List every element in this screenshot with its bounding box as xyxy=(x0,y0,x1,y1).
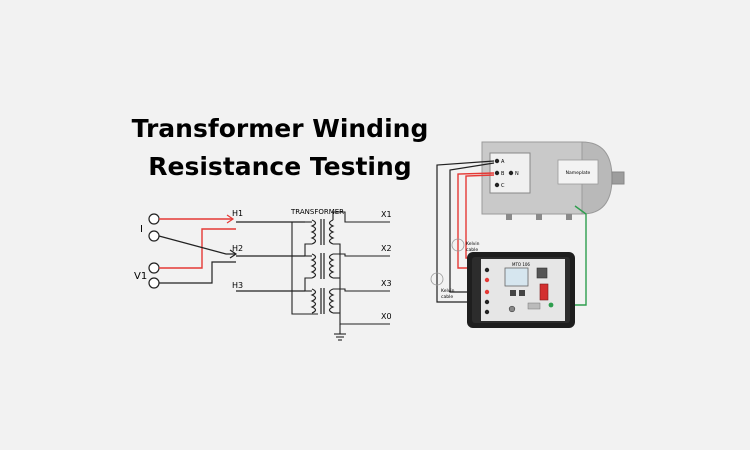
kelvin-label-top-2: cable xyxy=(466,247,478,253)
power-switch[interactable] xyxy=(539,283,549,301)
jack-current-neg xyxy=(484,277,490,283)
voltage-lead-h1 xyxy=(159,228,236,269)
ground-icon xyxy=(334,324,346,341)
terminal-b-label: B xyxy=(501,171,505,177)
kelvin-label-bottom-1: Kelvin xyxy=(441,288,455,294)
range-switch[interactable] xyxy=(536,267,548,279)
jack-return xyxy=(484,309,490,315)
jack-current-pos xyxy=(484,267,490,273)
title-line-1: Transformer Winding xyxy=(131,114,429,143)
kelvin-label-top-1: Kelvin xyxy=(466,241,480,247)
page-title: Transformer Winding Resistance Testing xyxy=(100,110,460,186)
voltage-meter-terminal-bottom xyxy=(148,277,160,289)
test-setup-illustration: A B C N Nameplate Kelvin cable Kelvin ca… xyxy=(430,141,625,328)
current-return-h2 xyxy=(158,235,236,255)
terminal-c-label: C xyxy=(501,183,505,189)
jack-sense-neg xyxy=(484,299,490,305)
kelvin-label-bottom-2: cable xyxy=(441,294,453,300)
current-label: I xyxy=(140,224,143,235)
terminal-n-label: N xyxy=(515,171,519,177)
bus-x2 xyxy=(333,253,390,257)
current-source-terminal-top xyxy=(148,213,160,225)
terminal-x2-label: X2 xyxy=(381,244,392,253)
voltage-meter-terminal-top xyxy=(148,262,160,274)
current-lead-h1-arrow xyxy=(226,214,235,224)
kelvin-callout-bottom xyxy=(430,272,444,286)
terminal-x1-label: X1 xyxy=(381,210,392,219)
meter-label-plate xyxy=(527,302,541,310)
meter-model-label: MTO 106 xyxy=(512,262,530,267)
bus-x1 xyxy=(332,211,390,223)
meter-button-2[interactable] xyxy=(519,290,525,296)
voltage-return-h2 xyxy=(159,261,236,284)
jack-ground xyxy=(548,302,554,308)
nameplate xyxy=(557,159,599,185)
bus-x0 xyxy=(333,243,390,325)
terminal-a-icon xyxy=(494,158,500,164)
coil-pair-2 xyxy=(310,253,335,279)
winding-resistance-meter: MTO 106 xyxy=(467,252,575,328)
terminal-x0-label: X0 xyxy=(381,312,392,321)
delta-frame xyxy=(291,222,318,315)
bus-x3 xyxy=(333,288,390,292)
meter-button-1[interactable] xyxy=(510,290,516,296)
jack-sense-pos xyxy=(484,289,490,295)
cable-a-second xyxy=(449,162,495,280)
transformer-label: TRANSFORMER xyxy=(290,208,344,216)
current-return-arrow xyxy=(229,249,238,259)
terminal-b-icon xyxy=(494,170,500,176)
current-source-terminal-bottom xyxy=(148,230,160,242)
voltage-label: V1 xyxy=(134,271,147,282)
terminal-h3-label: H3 xyxy=(232,281,243,290)
coil-pair-1 xyxy=(310,219,335,245)
cable-a-black xyxy=(436,160,495,268)
winding-schematic: I V1 H1 H2 H3 TRANSFORMER xyxy=(134,208,392,341)
terminal-a-label: A xyxy=(501,159,505,165)
title-line-2: Resistance Testing xyxy=(148,152,412,181)
coil-pair-3 xyxy=(310,288,335,314)
terminal-h2-label: H2 xyxy=(232,244,243,253)
terminal-c-icon xyxy=(494,182,500,188)
nameplate-label: Nameplate xyxy=(566,170,591,176)
terminal-h1-label: H1 xyxy=(232,209,243,218)
terminal-x3-label: X3 xyxy=(381,279,392,288)
meter-display xyxy=(504,267,529,287)
terminal-n-icon xyxy=(508,170,514,176)
kelvin-callout-top xyxy=(451,238,465,252)
meter-knob[interactable] xyxy=(508,305,516,313)
